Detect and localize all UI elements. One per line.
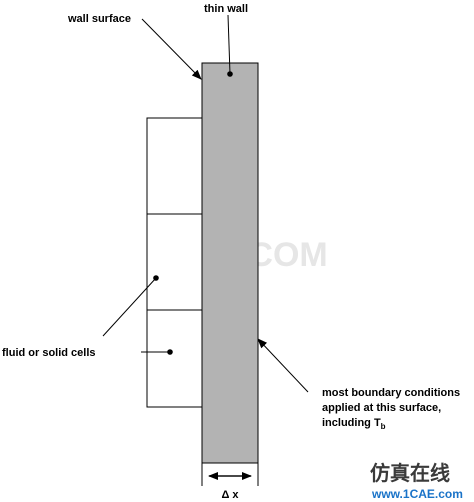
thin-wall-rect [201, 62, 259, 464]
boundary-conditions-label-line-3: including Tb [322, 417, 386, 431]
boundary-conditions-label-subscript: b [381, 422, 386, 431]
cell-middle [146, 213, 203, 311]
thin-wall-leader [227, 14, 231, 75]
boundary-surface-arrow [257, 338, 309, 393]
cell-top [146, 117, 203, 215]
boundary-conditions-label-line-1: most boundary conditions [322, 387, 460, 399]
site-logo: 仿真在线 www.1CAE.com [370, 461, 463, 501]
logo-chinese-text: 仿真在线 [370, 461, 450, 485]
fluid-cell-leader-upper [102, 277, 157, 337]
wall-surface-arrow [141, 18, 202, 80]
thin-wall-label: thin wall [204, 3, 248, 15]
cell-stack [146, 117, 203, 408]
cell-bottom [146, 309, 203, 408]
boundary-conditions-label-main: including T [322, 417, 381, 429]
fluid-or-solid-cells-label: fluid or solid cells [2, 347, 96, 359]
delta-x-label: Δ x [221, 489, 239, 501]
logo-url-text: www.1CAE.com [371, 487, 463, 501]
thickness-dimension [201, 463, 259, 486]
wall-surface-label: wall surface [67, 13, 131, 25]
boundary-conditions-label-line-2: applied at this surface, [322, 402, 441, 414]
